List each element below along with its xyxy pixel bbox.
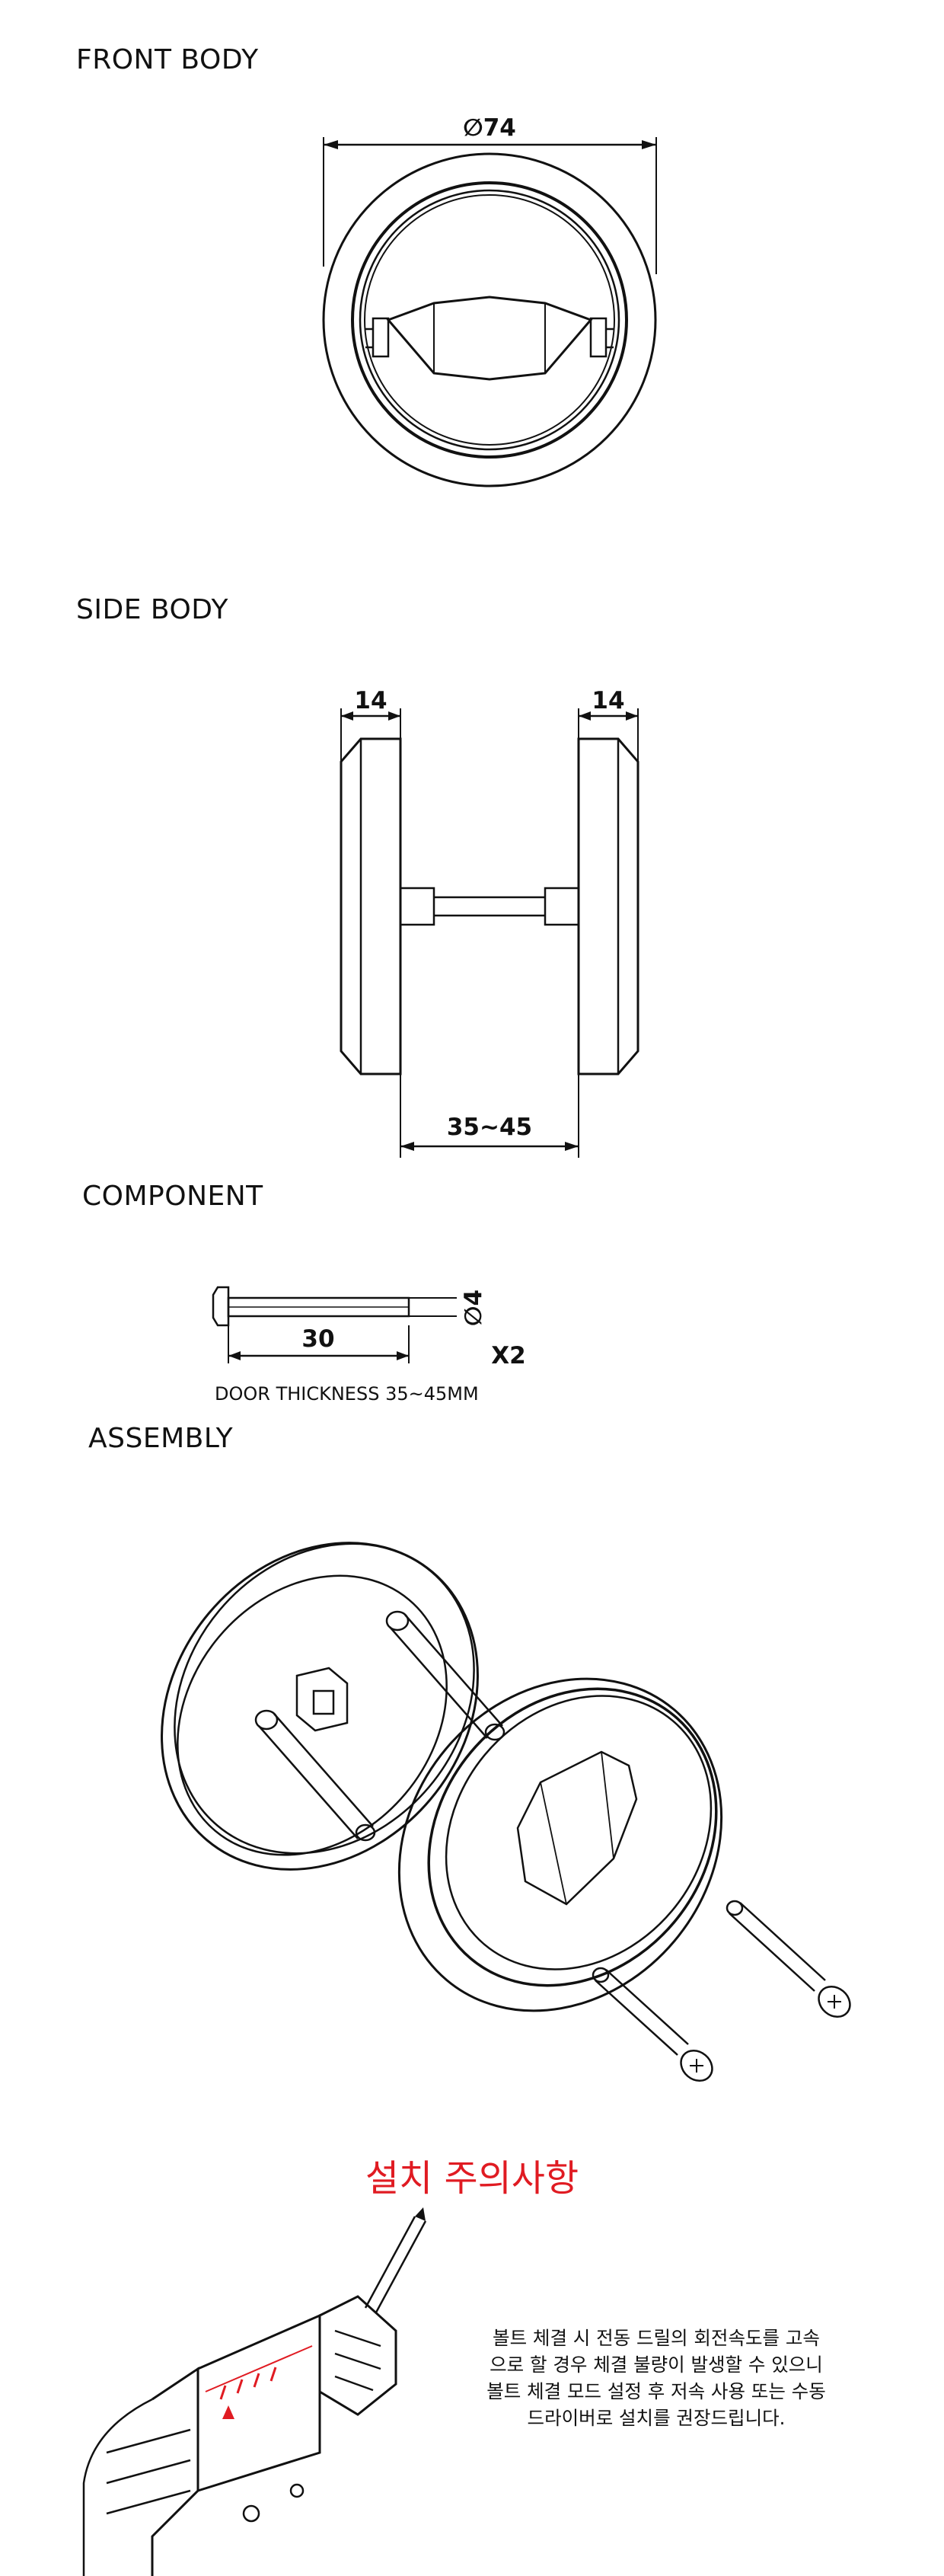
side-right-thickness-label: 14 [592, 687, 624, 714]
caution-line: 볼트 체결 시 전동 드릴의 회전속도를 고속 [493, 2327, 820, 2349]
screw-qty-label: X2 [491, 1342, 525, 1369]
screw-diameter-label: ∅4 [460, 1290, 487, 1326]
electric-drill-illustration [82, 2207, 427, 2576]
assembly-drawing [161, 1542, 851, 2082]
component-title: COMPONENT [82, 1181, 263, 1212]
caution-line: 드라이버로 설치를 권장드립니다. [527, 2407, 786, 2429]
caution-line: 으로 할 경우 체결 불량이 발생할 수 있으니 [490, 2354, 823, 2376]
screw-drawing [212, 1286, 457, 1363]
caution-line: 볼트 체결 모드 설정 후 저속 사용 또는 수동 [486, 2380, 826, 2402]
assembly-title: ASSEMBLY [88, 1423, 234, 1454]
caution-text: 볼트 체결 시 전동 드릴의 회전속도를 고속 으로 할 경우 체결 불량이 발… [443, 2325, 869, 2431]
door-range-label: 35~45 [447, 1114, 532, 1141]
screw-length-label: 30 [301, 1325, 334, 1353]
front-diameter-label: ∅74 [463, 114, 516, 142]
caution-title: 설치 주의사항 [365, 2157, 579, 2200]
front-body-title: FRONT BODY [76, 44, 259, 75]
front-body-drawing [322, 137, 657, 487]
door-thickness-note: DOOR THICKNESS 35~45MM [215, 1383, 479, 1405]
side-body-drawing [340, 708, 639, 1158]
side-left-thickness-label: 14 [354, 687, 387, 714]
side-body-title: SIDE BODY [76, 594, 229, 625]
